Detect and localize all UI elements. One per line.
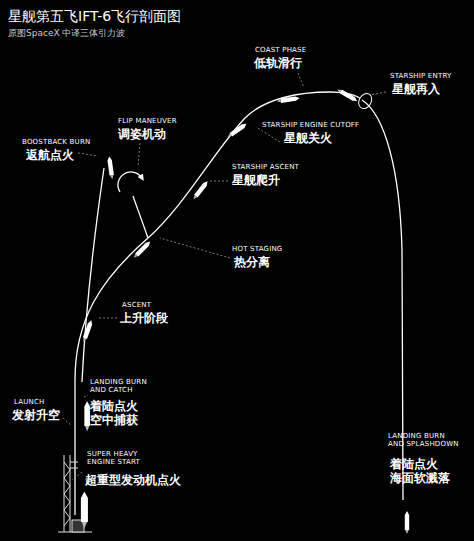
phase-label-en: ASCENT <box>122 301 151 309</box>
phase-label-en: COAST PHASE <box>255 46 306 54</box>
trajectory <box>75 92 403 515</box>
phase-label-en: STARSHIP ENTRY <box>390 72 451 80</box>
phase-label-zh: 超重型发动机点火 <box>85 474 181 488</box>
phase-label-zh: 星舰关火 <box>284 132 332 146</box>
caption: 原图SpaceX 中译三体引力波 <box>8 28 125 38</box>
phase-label-en: LANDING BURN AND CATCH <box>90 378 148 394</box>
phase-label-en: STARSHIP ENGINE CUTOFF <box>262 121 359 129</box>
phase-label-en: STARSHIP ASCENT <box>232 163 299 171</box>
phase-label-en: SUPER HEAVY ENGINE START <box>87 450 149 466</box>
phase-label-zh: 发射升空 <box>12 409 60 423</box>
leader-lines <box>63 73 403 498</box>
phase-label-en: BOOSTBACK BURN <box>22 138 90 146</box>
phase-label-zh: 星舰爬升 <box>232 174 280 188</box>
phase-label-zh: 星舰再入 <box>392 83 440 97</box>
phase-label-zh: 上升阶段 <box>120 312 168 326</box>
phase-label-zh: 调姿机动 <box>118 128 166 142</box>
phase-label-zh: 着陆点火 空中捕获 <box>90 400 144 428</box>
phase-label-en: HOT STAGING <box>232 245 282 253</box>
phase-label-en: LAUNCH <box>14 398 45 406</box>
phase-label-zh: 返航点火 <box>26 149 74 163</box>
phase-label-zh: 热分离 <box>234 256 270 270</box>
phase-label-zh: 低轨滑行 <box>254 57 302 71</box>
title: 星舰第五飞IFT-6飞行剖面图 <box>8 8 181 24</box>
rockets <box>81 79 409 534</box>
phase-label-en: FLIP MANEUVER <box>118 117 177 125</box>
launch-tower <box>58 455 92 532</box>
phase-label-zh: 着陆点火 海面软溅落 <box>390 458 456 486</box>
phase-label-en: LANDING BURN AND SPLASHDOWN <box>388 432 460 448</box>
